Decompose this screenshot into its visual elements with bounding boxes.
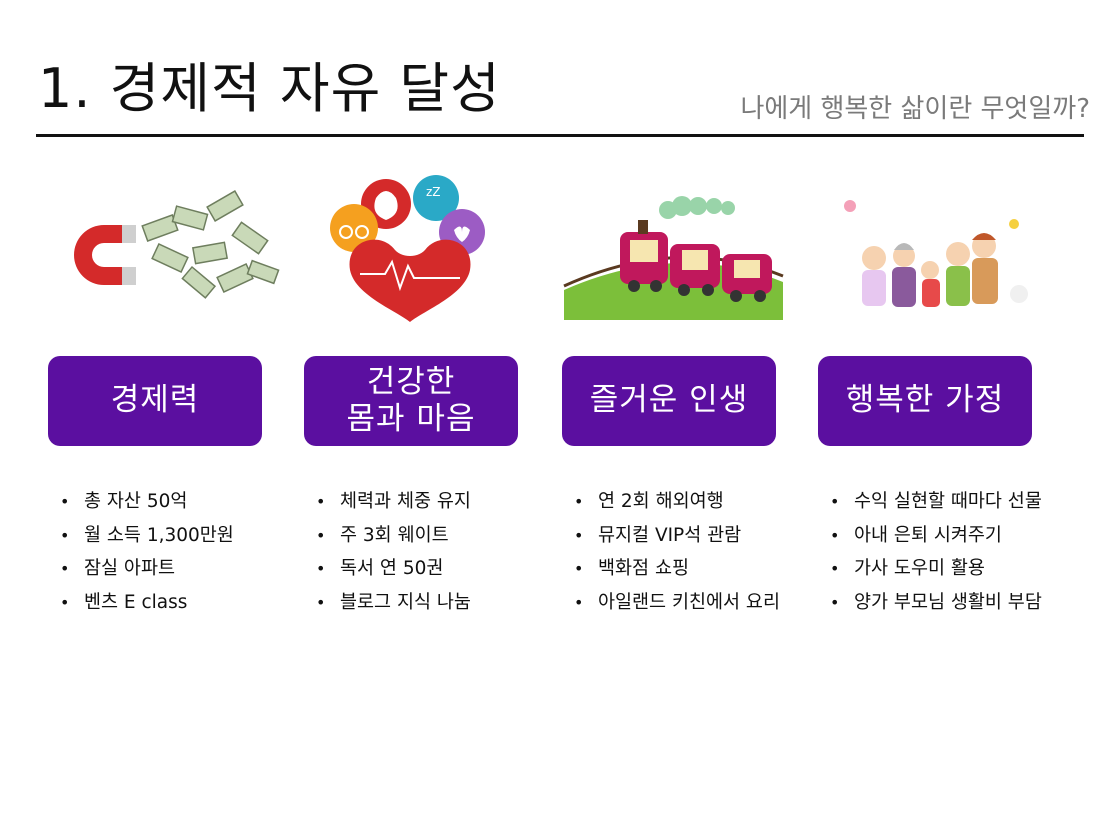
bullet-list: 총 자산 50억 월 소득 1,300만원 잠실 아파트 벤츠 E class [54, 485, 234, 619]
bullet-list: 수익 실현할 때마다 선물 아내 은퇴 시켜주기 가사 도우미 활용 양가 부모… [824, 485, 1042, 619]
slide-title: 1. 경제적 자유 달성 [38, 57, 501, 120]
heading-line: 경제력 [110, 382, 200, 419]
heading-line: 몸과 마음 [346, 401, 476, 437]
list-item: 아일랜드 키친에서 요리 [568, 586, 780, 620]
list-item: 가사 도우미 활용 [824, 552, 1042, 586]
list-item: 연 2회 해외여행 [568, 485, 780, 519]
bullet-list: 체력과 체중 유지 주 3회 웨이트 독서 연 50권 블로그 지식 나눔 [310, 485, 471, 619]
list-item: 총 자산 50억 [54, 485, 234, 519]
list-item: 뮤지컬 VIP석 관람 [568, 519, 780, 553]
train-icon [558, 170, 798, 330]
list-item: 양가 부모님 생활비 부담 [824, 586, 1042, 620]
title-divider [36, 134, 1084, 137]
money-magnet-icon [44, 170, 284, 330]
list-item: 수익 실현할 때마다 선물 [824, 485, 1042, 519]
list-item: 체력과 체중 유지 [310, 485, 471, 519]
list-item: 주 3회 웨이트 [310, 519, 471, 553]
heading-line: 행복한 가정 [845, 382, 1005, 419]
heading-line: 건강한 [366, 363, 456, 400]
list-item: 아내 은퇴 시켜주기 [824, 519, 1042, 553]
list-item: 독서 연 50권 [310, 552, 471, 586]
column-economic-power: 경제력 총 자산 50억 월 소득 1,300만원 잠실 아파트 벤츠 E cl… [44, 170, 284, 630]
heading-happy-family: 행복한 가정 [818, 356, 1032, 446]
list-item: 벤츠 E class [54, 586, 234, 620]
column-fun-life: 즐거운 인생 연 2회 해외여행 뮤지컬 VIP석 관람 백화점 쇼핑 아일랜드… [558, 170, 798, 630]
health-heart-icon: zZ [300, 170, 540, 330]
family-icon [814, 170, 1054, 330]
column-health: zZ 건강한 몸과 마음 체력과 체중 유지 주 3회 웨이트 독서 연 50권… [300, 170, 540, 630]
heading-fun-life: 즐거운 인생 [562, 356, 776, 446]
heading-economic-power: 경제력 [48, 356, 262, 446]
heading-line: 즐거운 인생 [589, 382, 749, 419]
bullet-list: 연 2회 해외여행 뮤지컬 VIP석 관람 백화점 쇼핑 아일랜드 키친에서 요… [568, 485, 780, 619]
list-item: 백화점 쇼핑 [568, 552, 780, 586]
svg-text:zZ: zZ [426, 185, 441, 199]
list-item: 월 소득 1,300만원 [54, 519, 234, 553]
slide-subtitle: 나에게 행복한 삶이란 무엇일까? [740, 94, 1090, 124]
heading-health: 건강한 몸과 마음 [304, 356, 518, 446]
list-item: 블로그 지식 나눔 [310, 586, 471, 620]
list-item: 잠실 아파트 [54, 552, 234, 586]
column-happy-family: 행복한 가정 수익 실현할 때마다 선물 아내 은퇴 시켜주기 가사 도우미 활… [814, 170, 1054, 630]
